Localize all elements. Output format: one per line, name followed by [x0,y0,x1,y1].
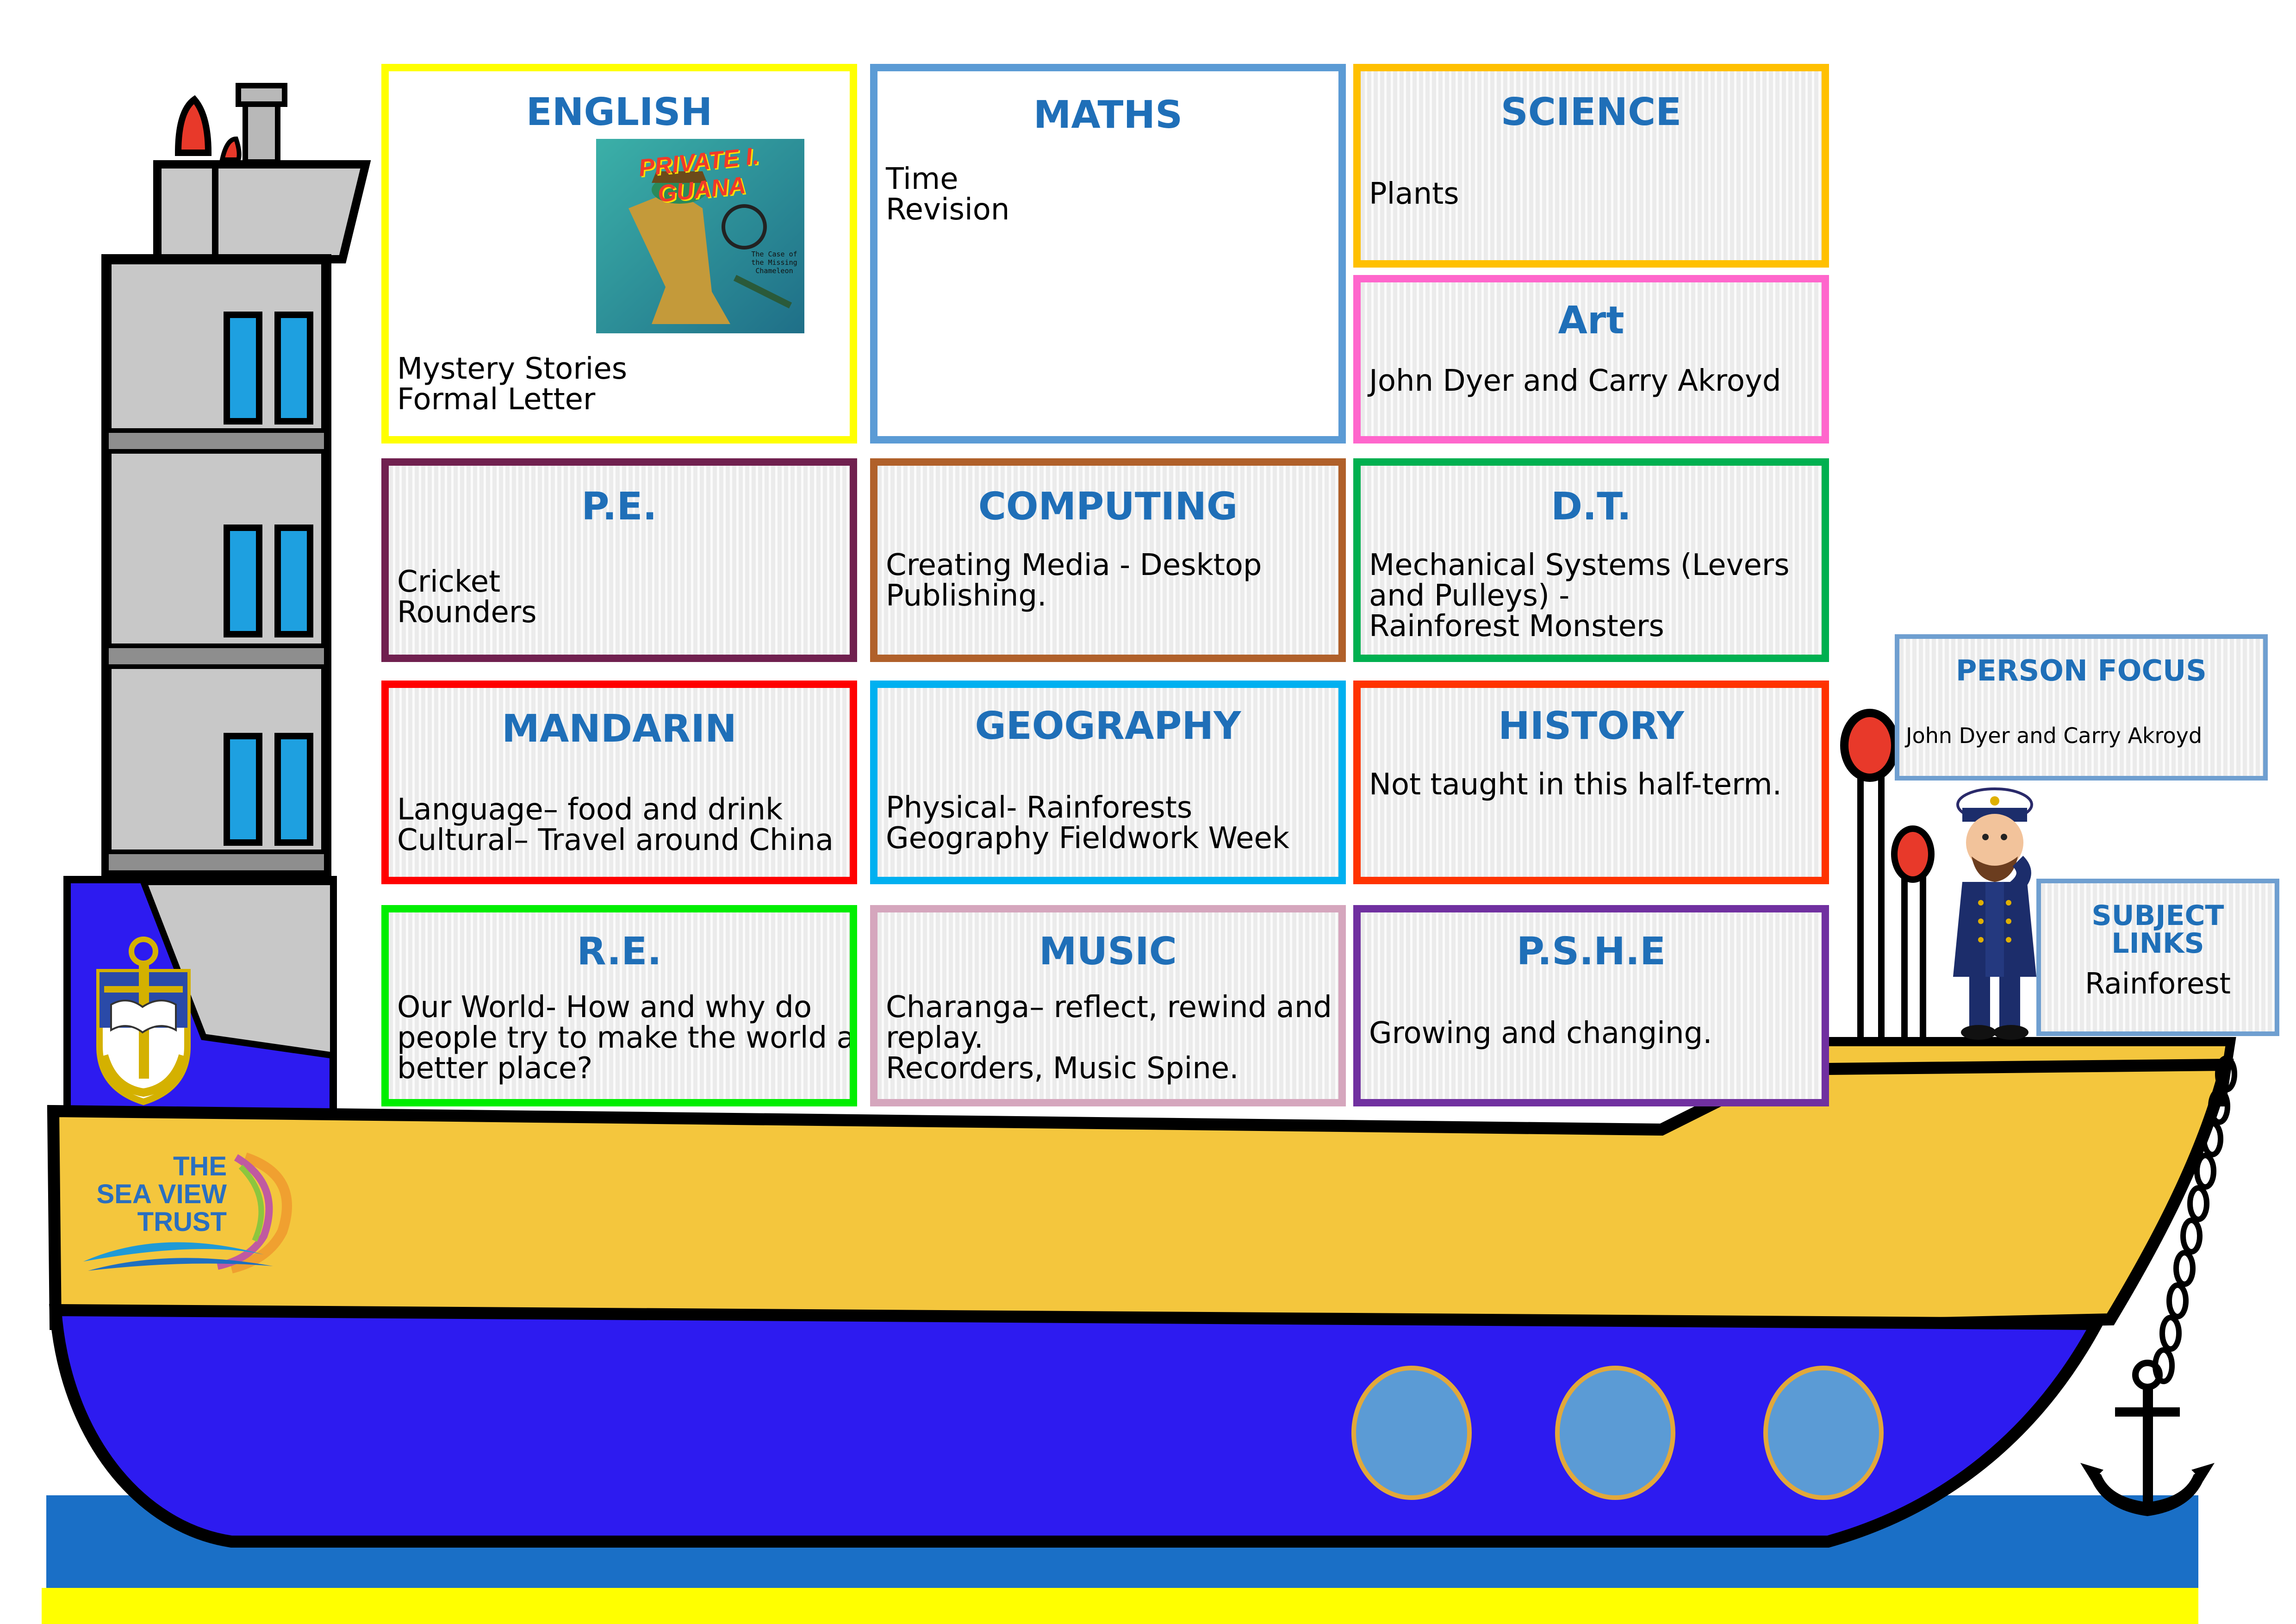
panel-text: Plants [1369,179,1815,209]
panel-line: Cultural– Travel around China [397,823,834,857]
subject-links-box: SUBJECT LINKS Rainforest [2036,879,2279,1036]
panel-maths: MATHS Time Revision [870,64,1346,443]
sea-view-trust-logo [83,1152,292,1274]
panel-line: and Pulleys) - [1369,579,1570,613]
panel-geography: GEOGRAPHY Physical- Rainforests Geograph… [870,681,1346,884]
panel-text: Cricket Rounders [397,567,843,628]
panel-title: Art [1558,299,1624,343]
panel-pe: P.E. Cricket Rounders [381,458,857,662]
panel-text: Growing and changing. [1369,1018,1815,1049]
panel-mandarin: MANDARIN Language– food and drink Cultur… [381,681,857,884]
panel-re: R.E. Our World- How and why do people tr… [381,905,857,1106]
panel-title: GEOGRAPHY [975,704,1241,748]
panel-text: Mechanical Systems (Levers and Pulleys) … [1369,550,1815,642]
panel-dt: D.T. Mechanical Systems (Levers and Pull… [1353,458,1829,662]
panel-line: Time [886,162,958,196]
subject-links-text: Rainforest [2085,967,2231,1000]
logo-line-2: SEA VIEW [96,1179,227,1209]
panel-line: Growing and changing. [1369,1016,1712,1050]
panel-line: Formal Letter [397,382,596,417]
panel-line: Geography Fieldwork Week [886,821,1289,856]
panel-text: Our World- How and why do people try to … [397,990,855,1086]
panel-title: MUSIC [1039,930,1177,974]
panel-title: D.T. [1551,485,1631,529]
panel-line: Rounders [397,595,537,630]
panel-line: Charanga– reflect, rewind and [886,990,1332,1024]
book-subtitle: The Case of the Missing Chameleon [751,250,797,275]
panel-line: Plants [1369,177,1459,211]
panel-title: COMPUTING [978,485,1238,529]
panel-line: people try to make the world a [397,1021,855,1055]
panel-line: Mechanical Systems (Levers [1369,548,1790,582]
panel-title: MANDARIN [502,707,737,751]
subject-links-title: SUBJECT LINKS [2091,899,2224,960]
panel-text: Creating Media - Desktop Publishing. [886,550,1332,611]
panel-text: Time Revision [886,164,1332,225]
panel-line: Cricket [397,565,501,599]
school-crest-icon [96,937,191,1106]
panel-line: Recorders, Music Spine. [886,1051,1239,1086]
person-focus-title: PERSON FOCUS [1956,654,2207,687]
panel-line: Creating Media - Desktop [886,548,1262,582]
panel-title: P.E. [581,485,657,529]
panel-line: Not taught in this half-term. [1369,768,1782,802]
panel-music: MUSIC Charanga– reflect, rewind and repl… [870,905,1346,1106]
panel-science: SCIENCE Plants [1353,64,1829,268]
panel-title: R.E. [577,930,662,974]
panel-title: HISTORY [1498,704,1684,748]
panel-line: John Dyer and Carry Akroyd [1369,364,1781,398]
book-cover-art [596,139,804,333]
panel-line: Language– food and drink [397,793,783,827]
panel-line: Our World- How and why do [397,990,812,1024]
panel-title: P.S.H.E [1516,930,1666,974]
panel-english: ENGLISH Mystery Stories Formal Letter [381,64,857,443]
logo-text: THE SEA VIEW TRUST [88,1153,227,1236]
panel-line: replay. [886,1021,983,1055]
captain-figure [1953,787,2036,1040]
panel-title: ENGLISH [526,90,713,134]
anchor-icon [2080,1360,2215,1516]
person-focus-box: PERSON FOCUS John Dyer and Carry Akroyd [1895,634,2268,781]
panel-line: Revision [886,193,1010,227]
panel-line: better place? [397,1051,593,1086]
panel-pshe: P.S.H.E Growing and changing. [1353,905,1829,1106]
panel-computing: COMPUTING Creating Media - Desktop Publi… [870,458,1346,662]
person-focus-text: John Dyer and Carry Akroyd [1906,723,2203,748]
panel-text: Mystery Stories Formal Letter [397,354,843,415]
logo-line-3: TRUST [137,1207,227,1237]
panel-line: Mystery Stories [397,352,628,386]
panel-art: Art John Dyer and Carry Akroyd [1353,275,1829,443]
panel-text: Language– food and drink Cultural– Trave… [397,794,843,856]
panel-line: Publishing. [886,579,1047,613]
panel-line: Physical- Rainforests [886,791,1193,825]
panel-history: HISTORY Not taught in this half-term. [1353,681,1829,884]
panel-text: John Dyer and Carry Akroyd [1369,366,1815,396]
panel-line: Rainforest Monsters [1369,609,1664,643]
logo-line-1: THE [173,1151,227,1181]
book-cover-image: PRIVATE I. GUANA The Case of the Missing… [596,139,804,333]
panel-text: Charanga– reflect, rewind and replay. Re… [886,992,1332,1084]
panel-title: SCIENCE [1500,90,1682,134]
panel-text: Not taught in this half-term. [1369,769,1815,800]
panel-title: MATHS [1033,93,1183,137]
panel-text: Physical- Rainforests Geography Fieldwor… [886,793,1332,854]
